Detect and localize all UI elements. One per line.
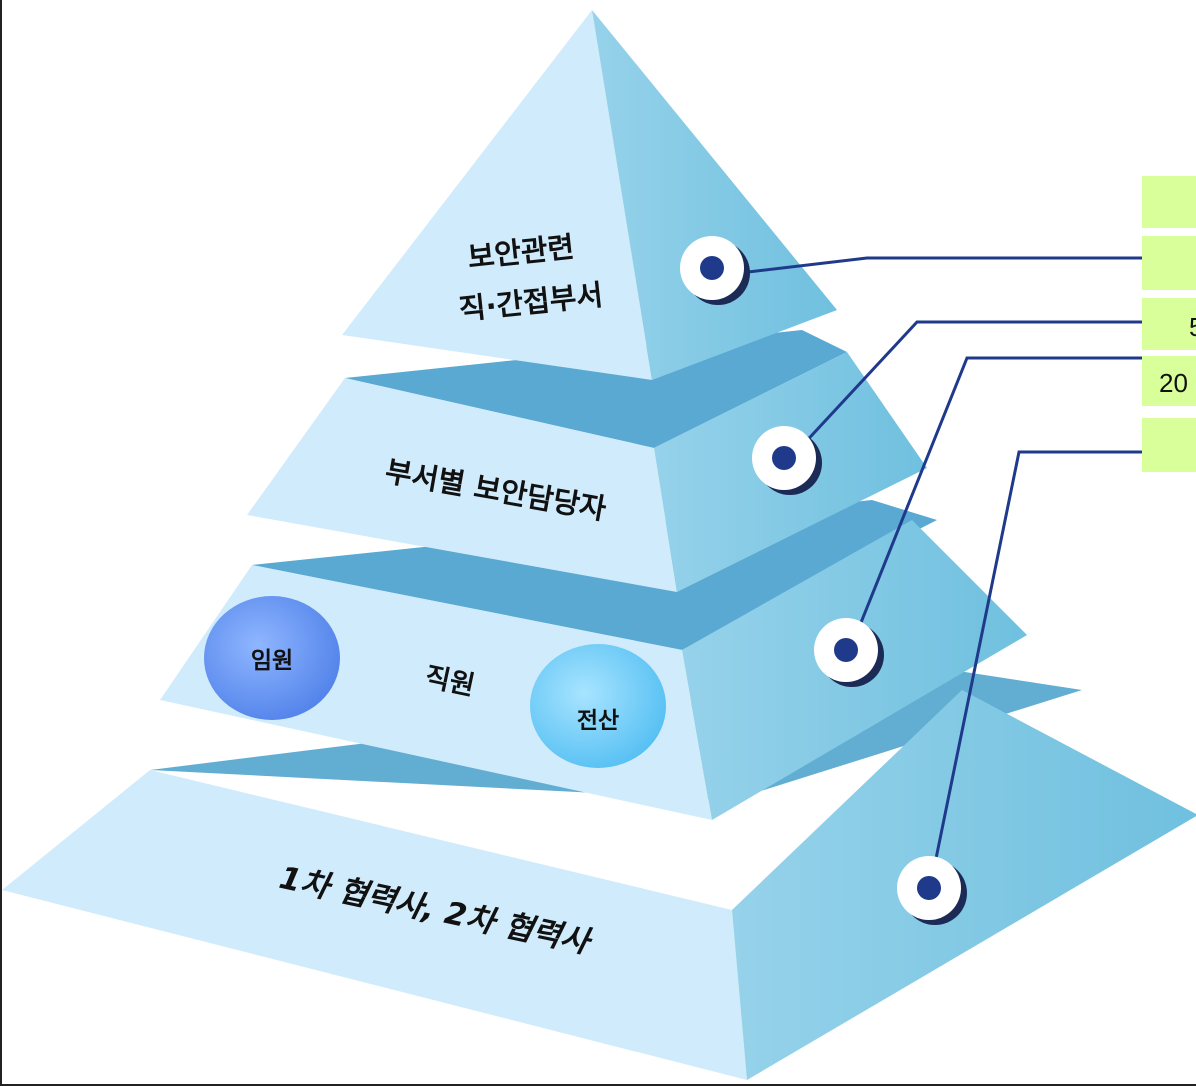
side-box-list: 5 20 [1142,176,1196,472]
bullet-marker-2 [752,426,822,495]
connector-1 [713,256,1142,278]
bullet-marker-1 [680,236,750,305]
tier-1-side-face [592,10,837,380]
executive-circle [204,596,340,720]
bullet-marker-4 [897,856,967,925]
executive-label: 임원 [251,648,293,674]
side-box-1 [1142,176,1196,228]
side-box-3-text: 5 [1189,312,1196,342]
side-box-2 [1142,236,1196,290]
connectors [713,256,1142,889]
connector-2 [785,320,1142,464]
bullet-marker-3 [814,618,884,687]
it-circle [530,644,666,768]
it-label: 전산 [577,708,619,734]
side-box-3: 5 [1142,298,1196,350]
tier-4-front-face [2,770,747,1080]
side-box-5 [1142,418,1196,472]
connector-4 [928,450,1142,889]
tier-1 [342,10,837,380]
tier-2-front-face [247,378,677,592]
tier-1-front-face [342,10,652,380]
side-box-4-text: 20 [1159,368,1188,398]
connector-3 [848,356,1142,651]
side-box-4: 20 [1142,356,1196,406]
tier-2-shelf [345,330,847,448]
